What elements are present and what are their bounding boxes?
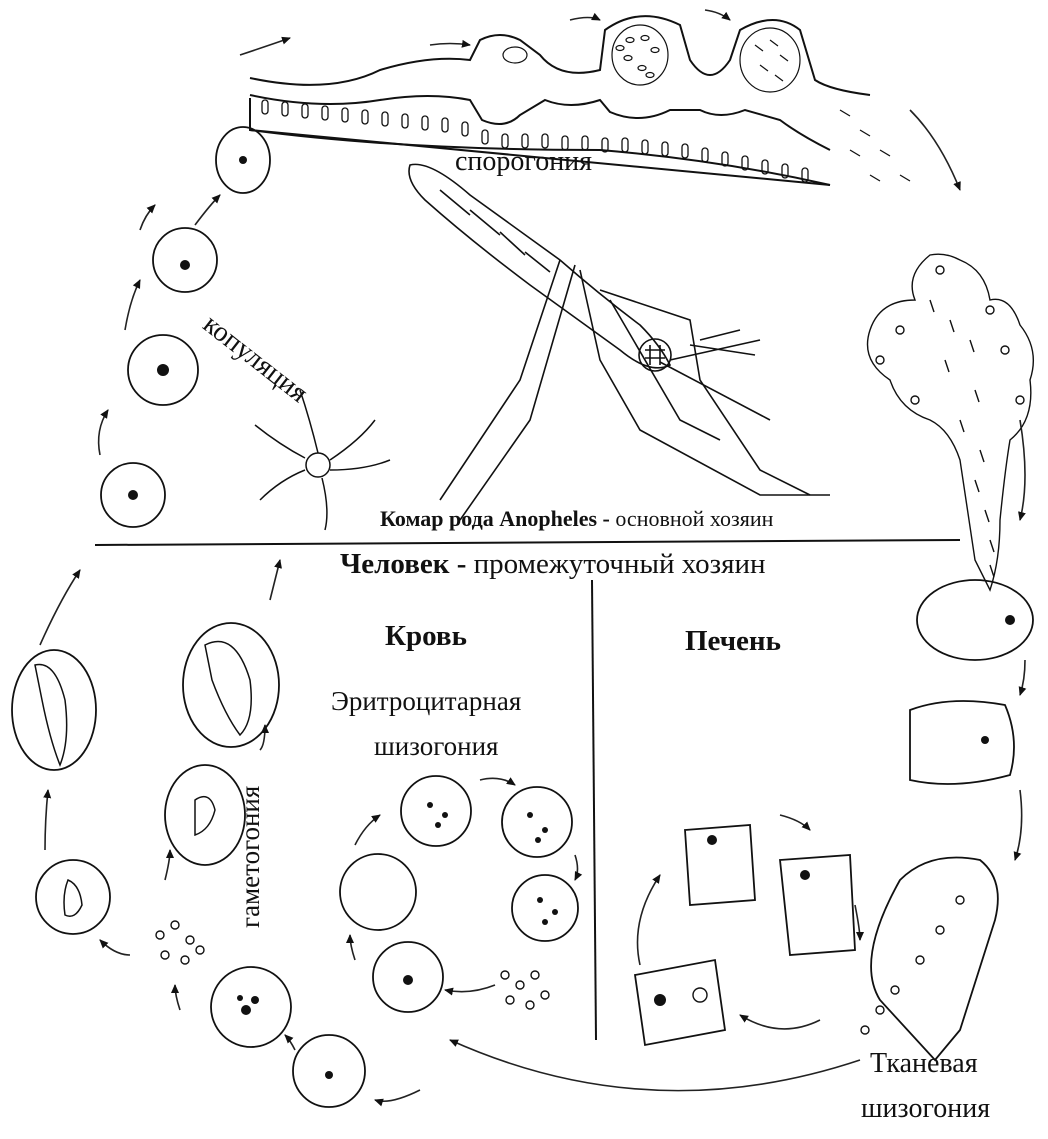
blood-liver-divider-line [591,579,597,1041]
label-sporogony: спорогония [455,146,593,177]
gametocyte-crescents [34,640,252,917]
oocyst-sporozoites [502,24,801,93]
mosquito-host-name: Комар рода Anopheles [380,506,598,531]
mosquito-host-dash: - [602,506,610,531]
label-mosquito-host: Комар рода Anopheles - основной хозяин [380,508,773,530]
anopheles-mosquito [408,163,830,521]
mosquito-midgut-epithelium [249,15,871,186]
merozoite-clusters [155,895,965,1035]
label-tissue-line2: шизогония [861,1093,991,1124]
label-tissue-line1: Тканевая [870,1048,978,1079]
cycle-cells [11,126,1034,1108]
exflagellation [254,389,391,531]
label-blood: Кровь [385,620,467,652]
host-divider-line [94,539,961,546]
label-erythrocytic-line1: Эритроцитарная [331,686,522,716]
cycle-arrows [39,9,1027,1107]
salivary-gland [866,253,1034,592]
epithelium-cells [261,99,809,183]
label-liver: Печень [685,625,781,657]
label-human-host: Человек - промежуточный хозяин [340,550,765,579]
human-host-role: промежуточный хозяин [473,548,766,580]
mosquito-host-role: основной хозяин [615,506,774,531]
human-host-name: Человек [340,548,450,580]
human-host-dash: - [456,548,467,580]
released-sporozoites [839,109,911,182]
label-erythrocytic-line2: шизогония [374,731,499,761]
label-gametogony: гаметогония [235,785,265,928]
cell-nuclei [128,156,1015,1079]
